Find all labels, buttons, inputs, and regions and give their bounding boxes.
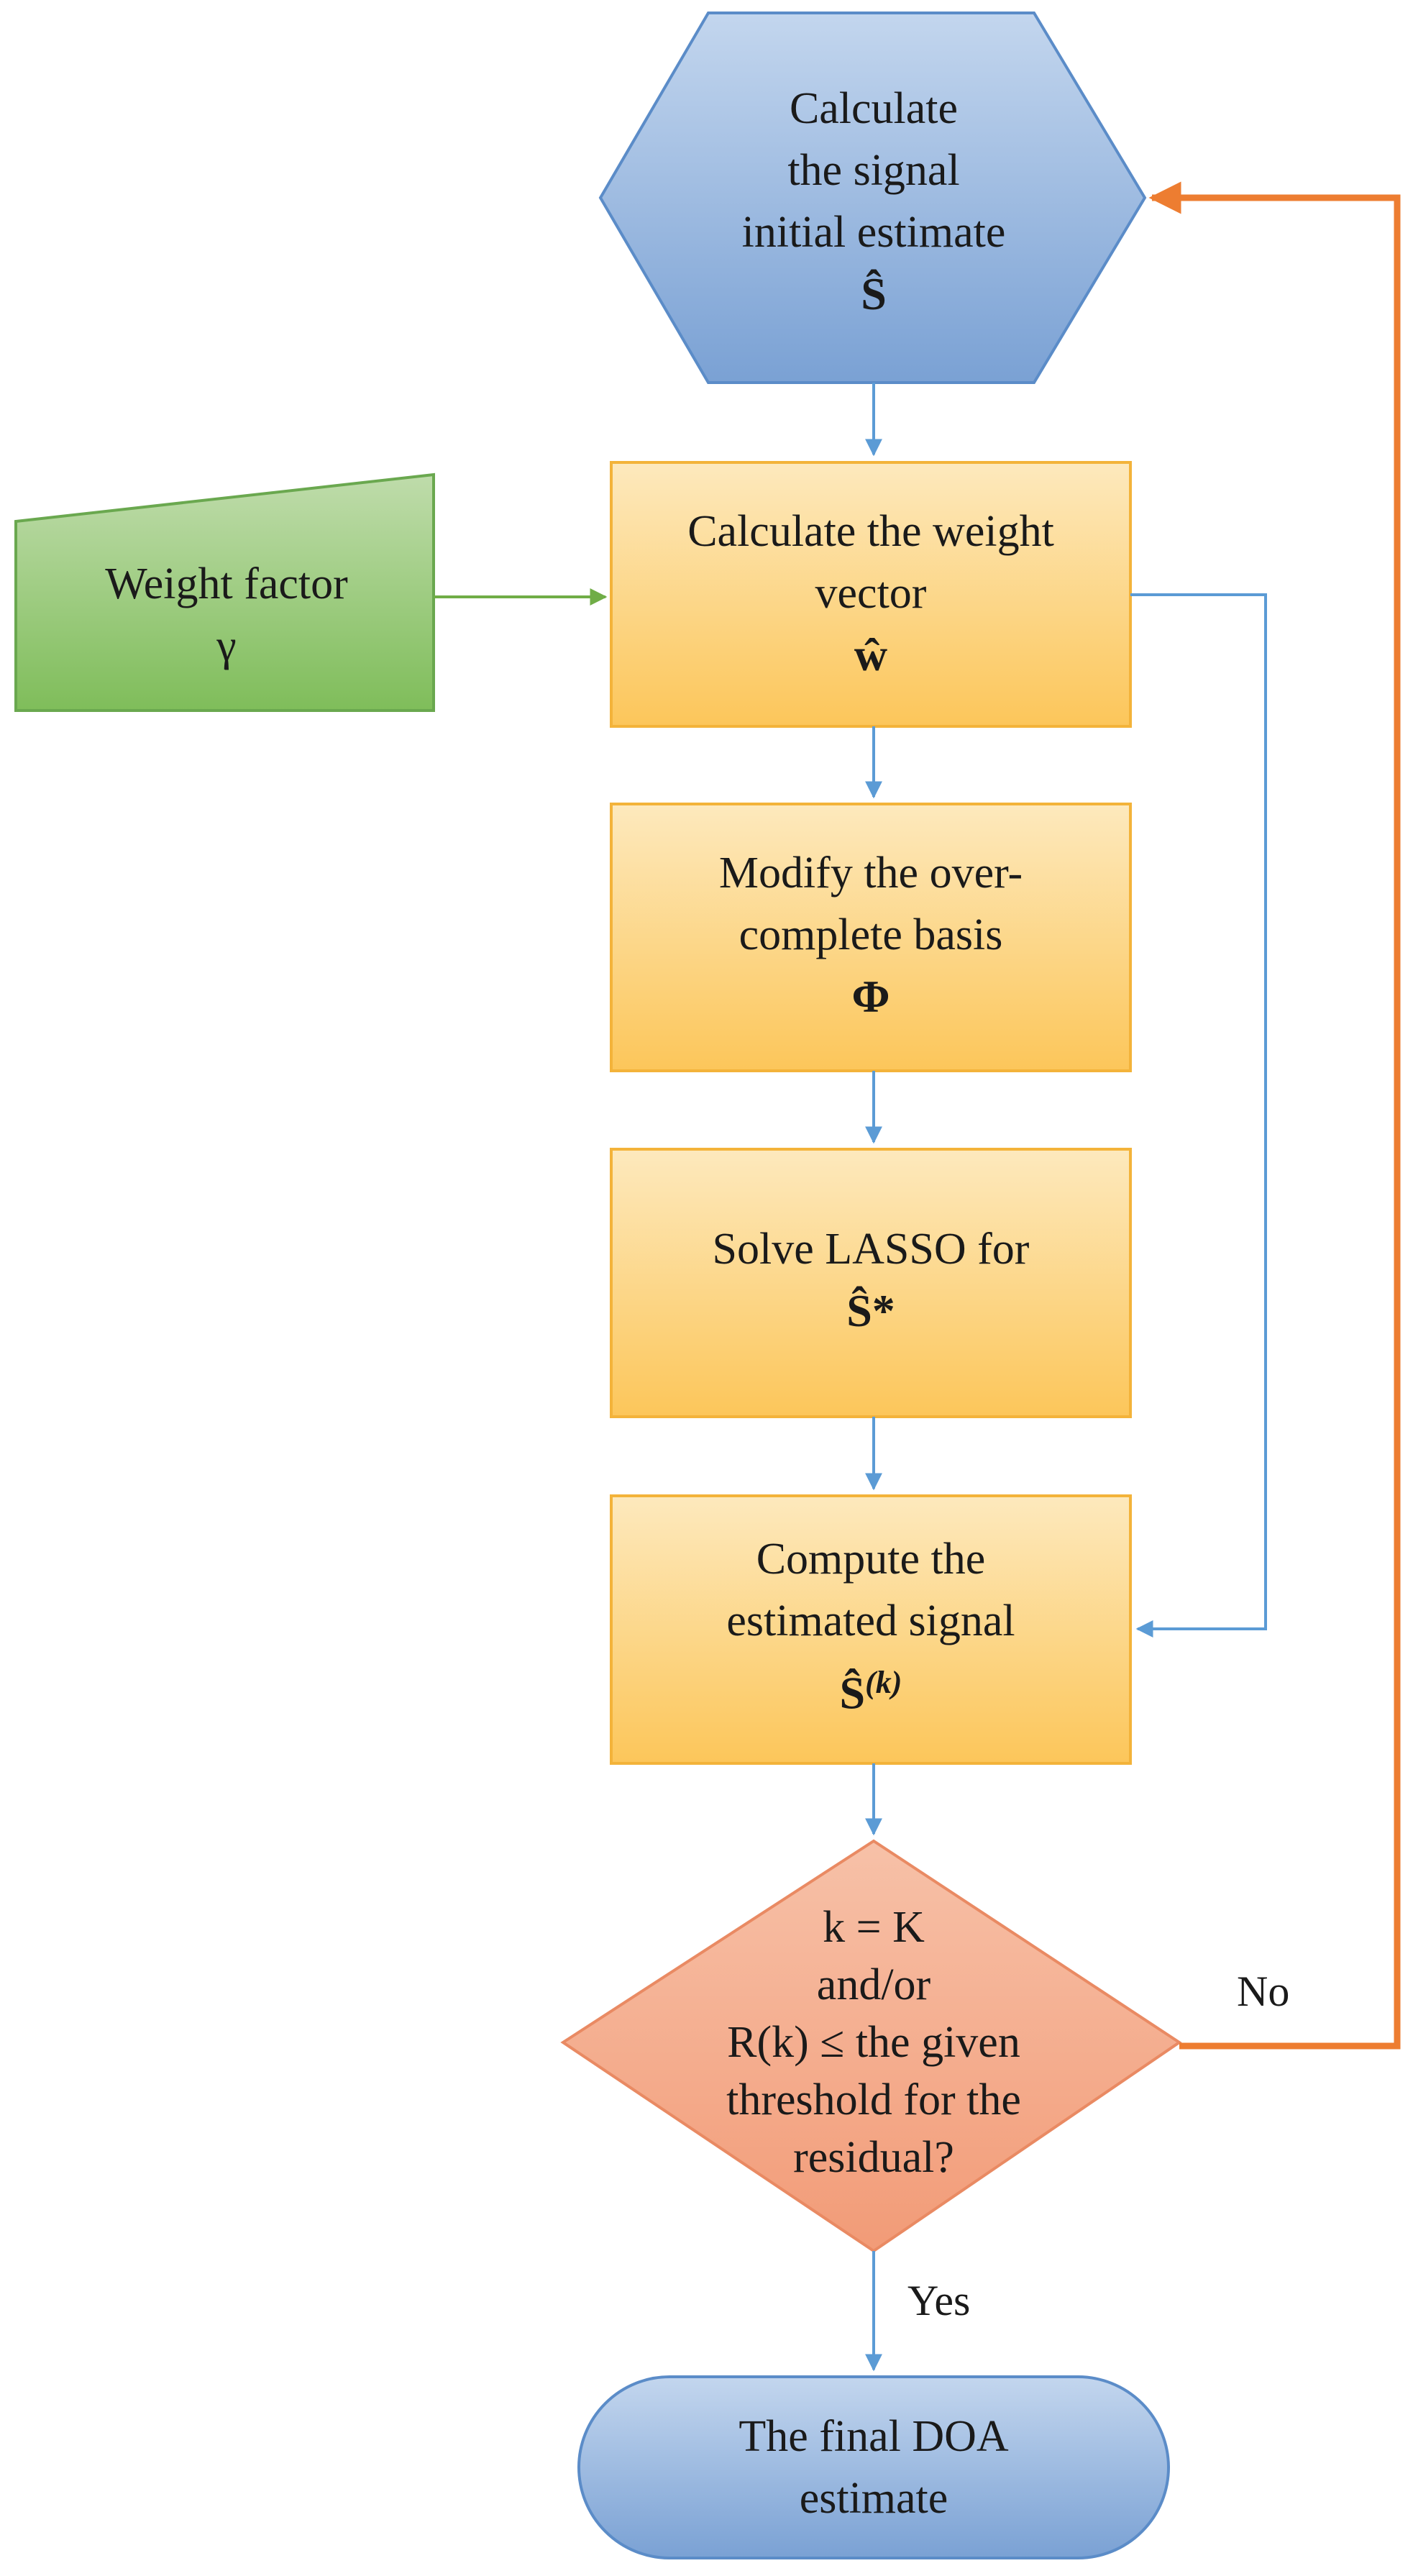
final-line-1: The final DOA bbox=[738, 2412, 1009, 2461]
decision-line-1: k = K bbox=[823, 1903, 925, 1952]
weight-vector-box bbox=[610, 461, 1132, 728]
weight-factor-input bbox=[14, 472, 435, 712]
weight-factor-line-1: Weight factor bbox=[105, 559, 348, 608]
lasso-symbol: Ŝ* bbox=[846, 1285, 895, 1336]
weight-vector-label: Calculate the weight vector ŵ bbox=[613, 475, 1129, 712]
lasso-label: Solve LASSO for Ŝ* bbox=[613, 1161, 1129, 1399]
decision-line-3: R(k) ≤ the given bbox=[727, 2018, 1020, 2067]
arrow-weight-to-compute bbox=[1130, 593, 1267, 1638]
start-line-1: Calculate bbox=[789, 84, 959, 133]
final-terminal bbox=[577, 2375, 1170, 2559]
start-hexagon bbox=[598, 12, 1147, 384]
compute-symbol: Ŝ bbox=[839, 1667, 866, 1719]
start-symbol: Ŝ bbox=[861, 268, 887, 319]
modify-basis-label: Modify the over- complete basis Φ bbox=[613, 816, 1129, 1054]
decision-line-5: residual? bbox=[793, 2133, 954, 2182]
weight-vector-symbol: ŵ bbox=[854, 629, 888, 680]
weight-factor-label: Weight factor γ bbox=[29, 532, 424, 698]
compute-symbol-wrap: Ŝ(k) bbox=[840, 1652, 902, 1725]
decision-line-4: threshold for the bbox=[726, 2075, 1021, 2124]
compute-line-2: estimated signal bbox=[726, 1597, 1015, 1646]
weight-vector-line-2: vector bbox=[815, 569, 927, 618]
modify-basis-symbol: Φ bbox=[851, 971, 890, 1022]
weight-vector-line-1: Calculate the weight bbox=[687, 507, 1054, 556]
compute-superscript: (k) bbox=[865, 1665, 902, 1701]
decision-label: k = K and/or R(k) ≤ the given threshold … bbox=[647, 1884, 1100, 2201]
start-line-2: the signal bbox=[787, 146, 960, 195]
start-label: Calculate the signal initial estimate Ŝ bbox=[647, 65, 1100, 338]
decision-line-2: and/or bbox=[816, 1960, 931, 2009]
no-label: No bbox=[1237, 1968, 1290, 2015]
compute-label: Compute the estimated signal Ŝ(k) bbox=[613, 1508, 1129, 1745]
final-line-2: estimate bbox=[799, 2474, 948, 2523]
final-label: The final DOA estimate bbox=[590, 2388, 1158, 2547]
lasso-box bbox=[610, 1148, 1132, 1418]
start-line-3: initial estimate bbox=[741, 208, 1006, 257]
modify-basis-box bbox=[610, 803, 1132, 1072]
arrow-decision-no-loop bbox=[1148, 181, 1401, 2050]
modify-basis-line-2: complete basis bbox=[738, 910, 1003, 959]
weight-factor-line-2: γ bbox=[216, 621, 237, 670]
yes-label: Yes bbox=[907, 2277, 971, 2324]
compute-box bbox=[610, 1494, 1132, 1765]
modify-basis-line-1: Modify the over- bbox=[718, 849, 1023, 898]
lasso-line-1: Solve LASSO for bbox=[712, 1225, 1030, 1274]
compute-line-1: Compute the bbox=[756, 1535, 986, 1584]
